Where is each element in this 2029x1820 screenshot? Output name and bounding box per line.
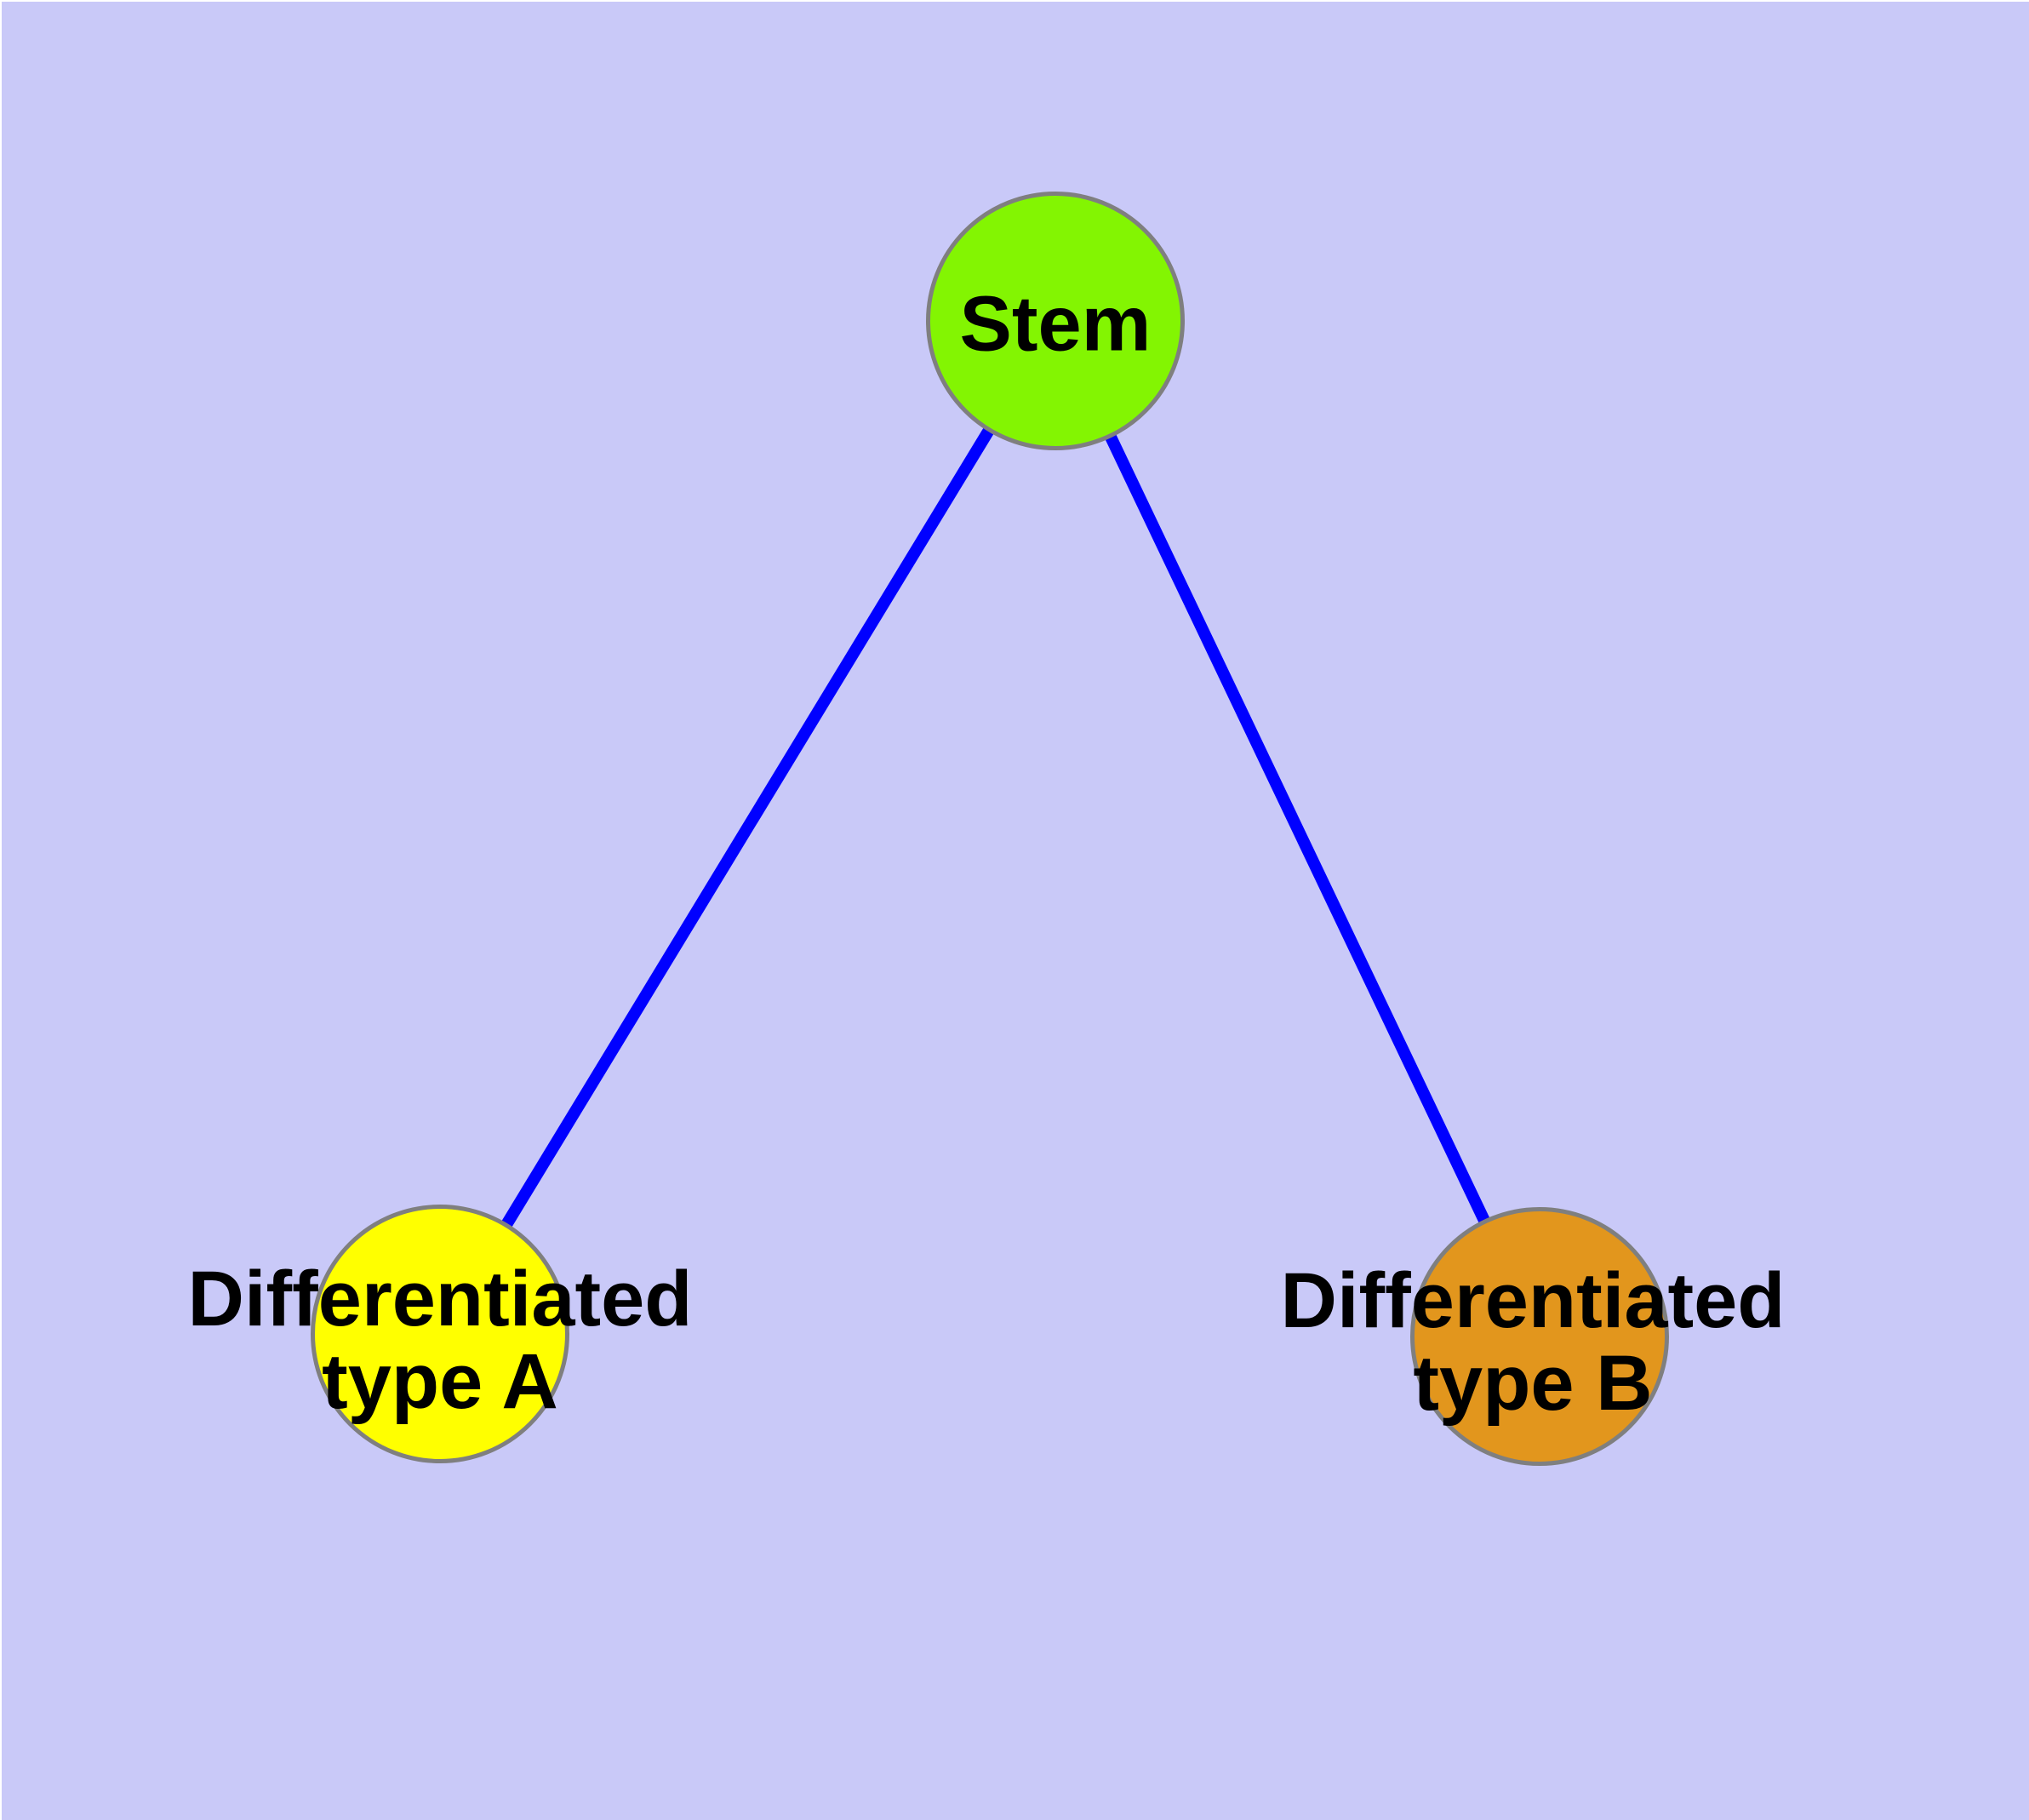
node-differentiated-type-b-label-line1: Differentiated — [1280, 1257, 1786, 1344]
node-stem-circle[interactable] — [926, 192, 1185, 450]
node-differentiated-type-b-circle[interactable] — [1410, 1207, 1669, 1466]
node-differentiated-type-a-label: Differentiated type A — [188, 1258, 693, 1423]
node-differentiated-type-a-label-line2: type A — [322, 1338, 558, 1425]
node-stem-label: Stem — [959, 280, 1152, 368]
node-differentiated-type-b-label: Differentiated type B — [1281, 1260, 1786, 1425]
node-differentiated-type-b-label-line2: type B — [1413, 1340, 1653, 1427]
edge-stem-to-type-b — [1049, 318, 1546, 1340]
edge-stem-to-type-a — [435, 318, 1060, 1337]
node-differentiated-type-a-label-line1: Differentiated — [187, 1256, 693, 1342]
node-differentiated-type-a-circle[interactable] — [311, 1205, 569, 1463]
